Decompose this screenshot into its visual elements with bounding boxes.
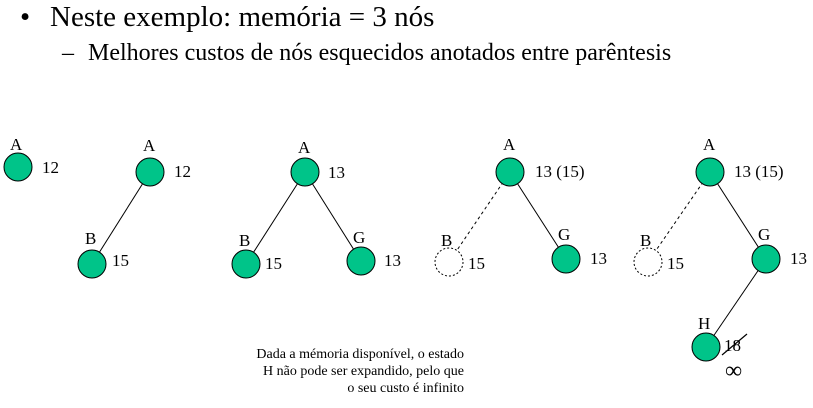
caption-line-2: H não pode ser expandido, pelo que [263, 364, 464, 379]
tree-4: A 13 (15) B 15 G 13 [434, 135, 607, 277]
tree-2: A 12 B 15 [77, 136, 191, 279]
node-b [77, 249, 107, 279]
node-g [551, 244, 581, 274]
caption-note: Dada a mémoria disponível, o estado H nã… [196, 346, 464, 397]
node-b-cost: 15 [667, 254, 684, 273]
node-g-cost: 13 [384, 251, 401, 270]
node-b-cost: 15 [468, 254, 485, 273]
node-a-cost: 13 (15) [734, 162, 784, 181]
strike-mark [721, 333, 748, 356]
node-g-cost: 13 [790, 249, 807, 268]
node-a [290, 157, 320, 187]
node-a [3, 152, 33, 182]
edge-a-b-forgotten [448, 171, 511, 263]
node-a-cost: 12 [42, 158, 59, 177]
node-b-label: B [441, 231, 452, 250]
caption-line-1: Dada a mémoria disponível, o estado [256, 347, 464, 362]
sub-bullet-text: Melhores custos de nós esquecidos anotad… [88, 40, 672, 66]
sub-bullet: –Melhores custos de nós esquecidos anota… [62, 38, 671, 68]
edge-a-g [509, 171, 567, 260]
edge-a-g [304, 171, 362, 262]
node-b-forgotten [434, 247, 464, 277]
edge-a-b [91, 171, 151, 265]
node-g-cost: 13 [590, 249, 607, 268]
node-a [135, 157, 165, 187]
node-a-cost: 13 [328, 163, 345, 182]
node-g [751, 244, 781, 274]
main-bullet-text: Neste exemplo: memória = 3 nós [50, 1, 435, 33]
node-b-cost: 15 [112, 251, 129, 270]
tree-5: A 13 (15) B 15 G 13 H 18 ∞ [633, 135, 807, 384]
node-b-label: B [239, 231, 250, 250]
node-a-label: A [503, 135, 516, 154]
edge-a-g [709, 171, 767, 260]
node-b [231, 249, 261, 279]
edge-a-b-forgotten [647, 171, 711, 263]
node-h-label: H [698, 314, 710, 333]
node-a-label: A [10, 135, 23, 154]
node-a-label: A [143, 136, 156, 155]
edge-g-h [705, 258, 767, 348]
node-b-forgotten [633, 247, 663, 277]
node-b-label: B [85, 229, 96, 248]
node-h [691, 332, 721, 362]
node-g-label: G [758, 225, 770, 244]
node-g-label: G [353, 228, 365, 247]
node-a-label: A [298, 138, 311, 157]
node-a-cost: 13 (15) [535, 162, 585, 181]
node-a [695, 157, 725, 187]
caption-line-3: o seu custo é infinito [347, 381, 464, 396]
main-bullet: • Neste exemplo: memória = 3 nós [20, 0, 434, 34]
tree-3: A 13 B 15 G 13 [231, 138, 401, 279]
node-g-label: G [558, 225, 570, 244]
edge-a-b [245, 171, 306, 265]
node-a-cost: 12 [174, 162, 191, 181]
node-b-label: B [640, 231, 651, 250]
node-h-cost-infinity: ∞ [725, 358, 742, 384]
node-a [495, 157, 525, 187]
bullet-dot: • [20, 1, 31, 33]
sub-bullet-dash: – [62, 40, 74, 66]
node-g [346, 246, 376, 276]
node-a-label: A [703, 135, 716, 154]
node-b-cost: 15 [265, 254, 282, 273]
tree-1: A 12 [3, 135, 59, 182]
